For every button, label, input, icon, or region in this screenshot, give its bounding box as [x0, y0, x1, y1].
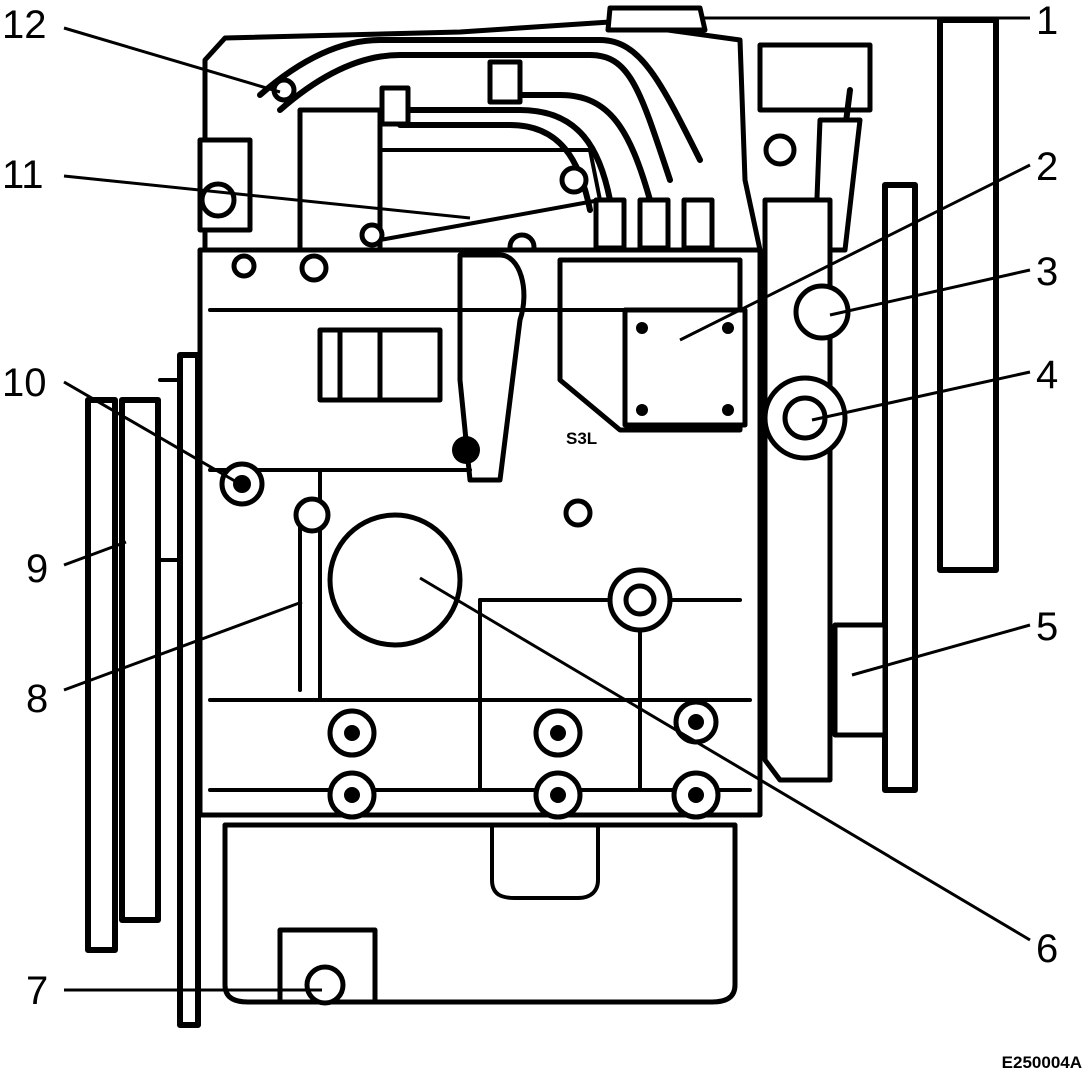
leader-line-11: [63, 174, 471, 220]
oil-drain-plug: [304, 964, 346, 1006]
leader-line-4: [811, 370, 1031, 422]
callout-8: 8: [26, 677, 48, 721]
callout-4: 4: [1036, 353, 1058, 397]
block-ribs: [208, 308, 752, 792]
fan-belt: [882, 182, 918, 793]
engine-mounts: [327, 699, 721, 820]
flywheel-housing: [177, 352, 201, 1028]
oil-filter: [327, 512, 463, 648]
fan-hub: [832, 622, 888, 738]
injection-nozzles: [379, 59, 715, 251]
callout-2: 2: [1036, 145, 1058, 189]
leader-lines: [63, 16, 1031, 992]
leader-line-6: [419, 576, 1031, 942]
callout-7: 7: [26, 969, 48, 1013]
water-pump: [762, 197, 833, 783]
engine-drawing: [85, 5, 999, 1028]
block-marking: S3L: [566, 429, 597, 448]
callout-5: 5: [1036, 605, 1058, 649]
oil-filler-cap: [605, 5, 708, 33]
callout-11: 11: [2, 153, 44, 197]
leader-line-3: [829, 268, 1031, 317]
thermostat-housing: [757, 42, 873, 113]
leader-line-9: [63, 540, 127, 567]
callout-12: 12: [2, 3, 47, 47]
callout-1: 1: [1036, 0, 1058, 43]
leader-line-8: [63, 600, 303, 692]
leader-line-10: [63, 380, 241, 486]
figure-code: E250004A: [1002, 1053, 1082, 1072]
v-belt: [85, 397, 118, 953]
callout-3: 3: [1036, 250, 1058, 294]
callout-6: 6: [1036, 927, 1058, 971]
leader-line-12: [63, 26, 281, 94]
callout-10: 10: [2, 361, 47, 405]
injection-lines: [257, 37, 703, 213]
callout-numbers: 1 2 3 4 5 6 7 8 9 10 11 12: [2, 0, 1058, 1013]
callout-9: 9: [26, 547, 48, 591]
fan-blade: [937, 17, 999, 573]
leader-line-2: [679, 163, 1031, 342]
leader-line-5: [851, 623, 1031, 677]
